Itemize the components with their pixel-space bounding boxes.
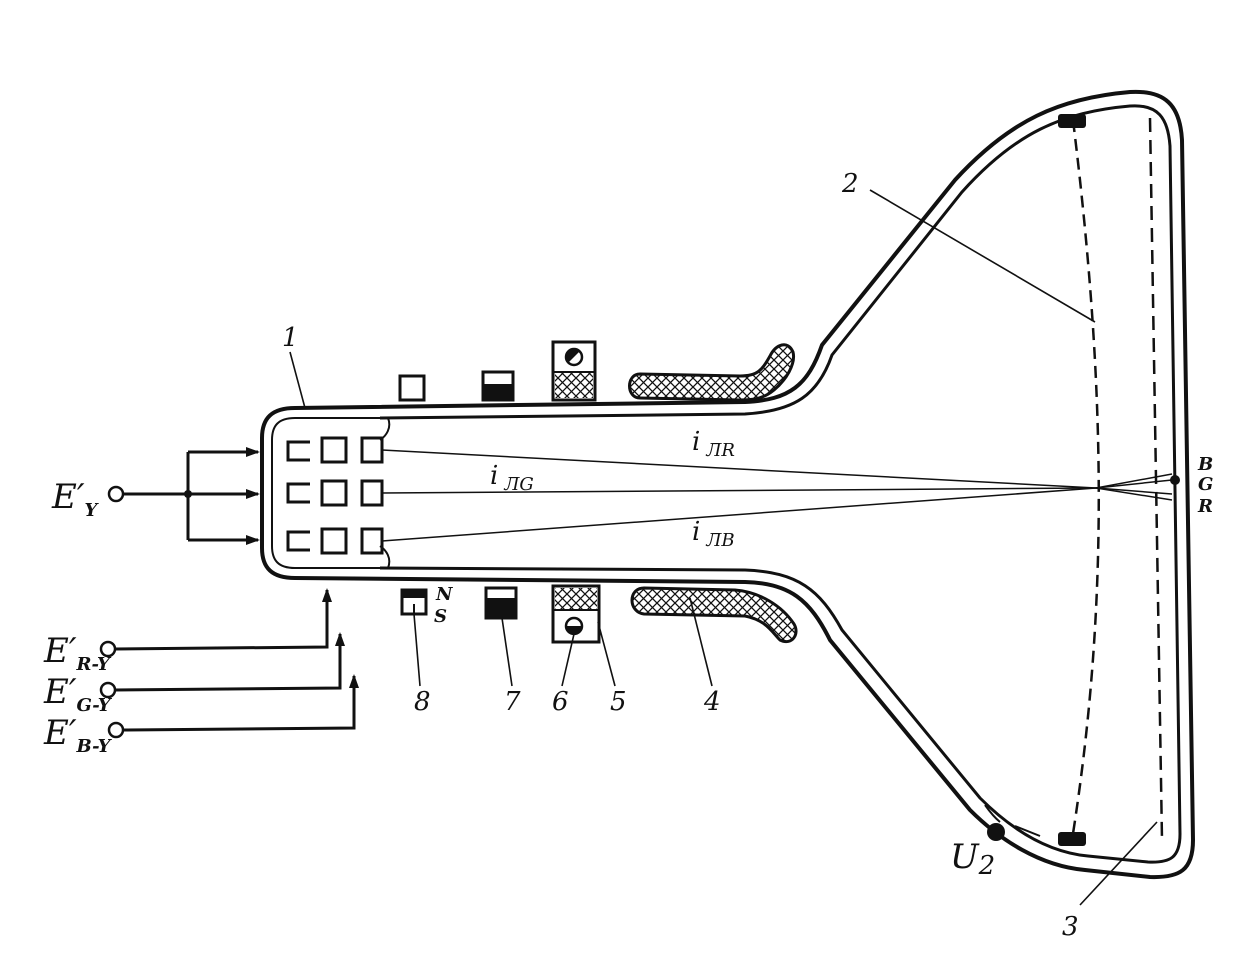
gun-electrodes <box>286 436 384 555</box>
leader-1 <box>289 351 306 409</box>
tube-inner-wall <box>379 104 1182 864</box>
magnet-top-7 <box>481 370 515 402</box>
electron-beams <box>381 449 1173 542</box>
label-egy: E′G-Y <box>43 672 113 716</box>
leader-lines <box>289 189 1158 906</box>
magnet-bottom-7 <box>484 586 518 620</box>
grid2-r <box>360 436 384 464</box>
screen-dot <box>1170 475 1180 485</box>
deflection-coil-bottom <box>630 586 798 643</box>
leader-8 <box>413 613 421 687</box>
leader-4 <box>689 597 713 687</box>
input-eby <box>107 674 359 739</box>
cathode-b <box>286 530 310 552</box>
electron-gun-block <box>271 417 380 569</box>
label-8: 8 <box>414 687 431 717</box>
deflection-coil-top <box>628 343 796 402</box>
label-ey: E′Y <box>51 477 100 521</box>
leader-2 <box>869 189 1096 323</box>
leader-6 <box>561 633 575 687</box>
label-5: 5 <box>610 687 627 717</box>
label-2: 2 <box>841 169 859 199</box>
grid2-g <box>360 479 384 507</box>
grid2-b <box>360 527 384 555</box>
label-pole-s: S <box>434 606 447 627</box>
magnet-top-8 <box>398 374 426 402</box>
leader-7 <box>501 617 513 687</box>
cathode-r <box>286 440 310 462</box>
tube-outer-wall <box>260 89 1196 880</box>
beam-b <box>381 487 1097 542</box>
input-ey <box>107 447 260 545</box>
label-screen-r: R <box>1197 496 1213 517</box>
label-u2: U2 <box>950 837 995 881</box>
label-screen-g: G <box>1198 474 1213 495</box>
grid1-r <box>320 436 348 464</box>
input-ery <box>99 588 332 658</box>
anode-connection <box>984 804 1041 841</box>
label-ery: E′R-Y <box>43 631 112 675</box>
magnet-bottom-5-6 <box>551 584 601 644</box>
terminal-ey <box>107 485 125 503</box>
input-egy <box>99 632 345 699</box>
magnet-top-5-6 <box>551 340 597 402</box>
label-3: 3 <box>1062 912 1079 942</box>
label-1: 1 <box>282 323 299 353</box>
label-6: 6 <box>552 687 569 717</box>
label-screen-b: B <box>1197 454 1213 475</box>
label-7: 7 <box>504 687 521 717</box>
beam-g <box>381 487 1097 494</box>
grid1-b <box>320 527 348 555</box>
terminal-eby <box>107 721 125 739</box>
label-eby: E′B-Y <box>43 713 113 757</box>
label-4: 4 <box>703 687 721 717</box>
cathode-g <box>286 482 310 504</box>
beam-r <box>381 449 1097 489</box>
label-pole-n: N <box>435 584 454 605</box>
grid1-g <box>320 479 348 507</box>
magnet-bottom-8 <box>400 588 428 616</box>
shadow-mask <box>1070 119 1101 841</box>
phosphor-screen <box>1148 117 1164 841</box>
leader-5 <box>597 621 616 687</box>
leader-3 <box>1079 821 1158 906</box>
